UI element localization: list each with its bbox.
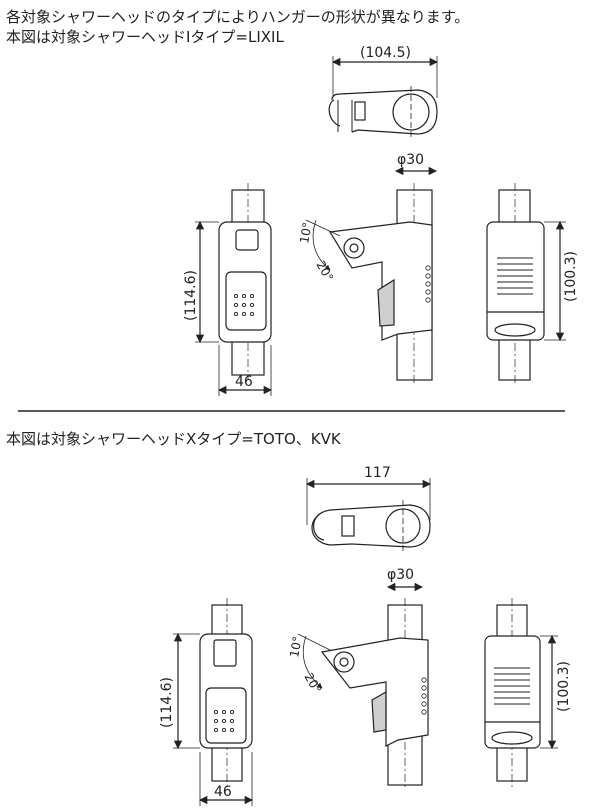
top-height-label: (114.6) <box>183 270 199 321</box>
bottom-right-height: (100.3) <box>556 661 572 712</box>
top-base-width: 46 <box>235 374 253 390</box>
top-drawing: φ30 (114.6) 46 <box>183 45 579 396</box>
bottom-plan-view: 117 <box>305 465 432 552</box>
bottom-angle-1: 10° <box>287 635 304 658</box>
top-width-label: (104.5) <box>360 45 411 61</box>
bottom-width-label: 117 <box>364 465 391 481</box>
bottom-front-view <box>173 598 254 806</box>
bottom-side-view <box>297 598 429 790</box>
top-right-height: (100.3) <box>563 251 579 302</box>
bottom-right-view <box>484 598 558 790</box>
header-line-2: 本図は対象シャワーヘッドIタイプ=LIXIL <box>6 28 284 46</box>
top-side-view <box>305 183 433 386</box>
header-line-1: 各対象シャワーヘッドのタイプによりハンガーの形状が異なります。 <box>6 8 470 26</box>
bottom-diameter-label: φ30 <box>387 567 414 583</box>
bottom-drawing: 117 φ30 <box>159 465 572 806</box>
bottom-base-width: 46 <box>214 784 232 800</box>
bottom-angle-2: 20° <box>301 671 324 696</box>
top-angle-1: 10° <box>297 221 314 244</box>
top-diameter-label: φ30 <box>397 152 424 168</box>
top-front-view <box>195 183 273 396</box>
section2-caption: 本図は対象シャワーヘッドXタイプ=TOTO、KVK <box>6 430 341 448</box>
top-right-view <box>486 183 566 386</box>
bottom-height-label: (114.6) <box>159 677 175 728</box>
top-angle-2: 20° <box>313 259 336 284</box>
top-plan-view <box>328 56 439 140</box>
